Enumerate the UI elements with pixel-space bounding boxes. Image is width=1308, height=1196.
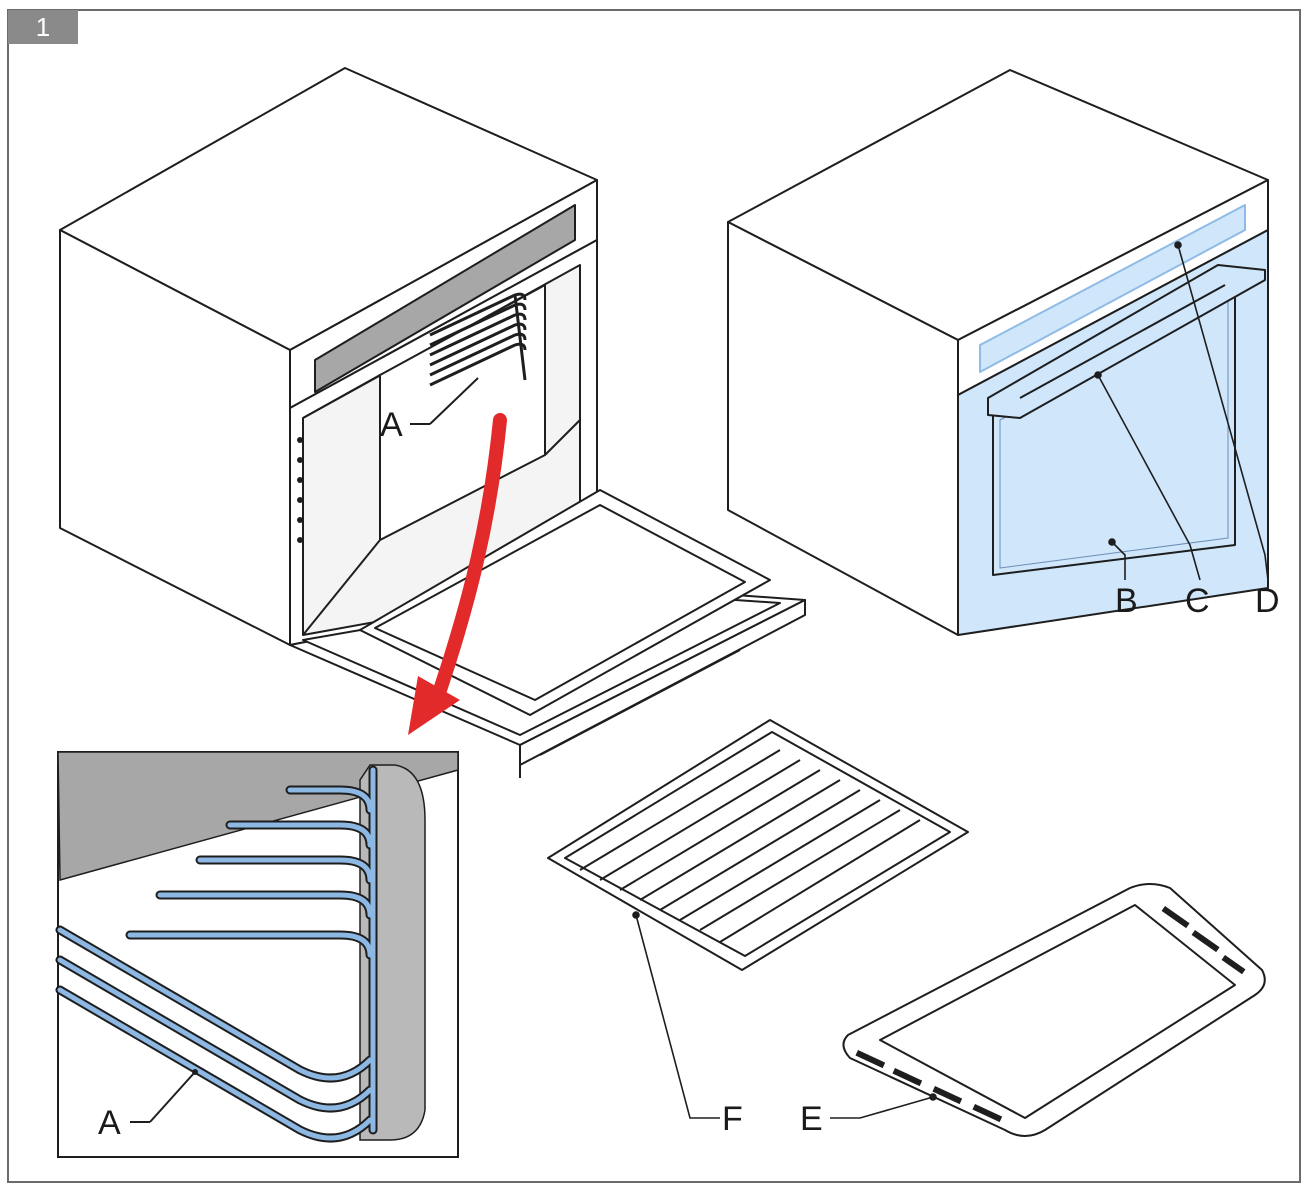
callout-a-main: A xyxy=(380,377,479,444)
oven-open-door xyxy=(59,67,806,778)
display-strip xyxy=(314,204,576,393)
baking-tray xyxy=(842,883,1266,1137)
label-a-main: A xyxy=(380,406,403,444)
tray-slots xyxy=(855,906,1246,1123)
oven-closed-door xyxy=(727,69,1269,636)
figure-border xyxy=(7,9,1301,1183)
wire-shelf-rails xyxy=(429,292,527,387)
curved-red-arrow-icon xyxy=(408,413,507,735)
detail-inset: A xyxy=(55,751,459,1158)
callout-e xyxy=(830,1093,937,1119)
side-rail-studs xyxy=(297,437,303,543)
inset-top-panel xyxy=(57,751,459,881)
label-e: E xyxy=(800,1100,823,1138)
wire-grill xyxy=(547,719,969,971)
callout-f xyxy=(632,911,720,1119)
label-a-detail: A xyxy=(98,1104,121,1142)
callouts-bcd xyxy=(1094,241,1269,581)
inset-rails-blue xyxy=(57,767,376,1141)
label-d: D xyxy=(1255,582,1280,620)
label-f: F xyxy=(722,1100,743,1138)
door-edge xyxy=(519,599,806,766)
label-c: C xyxy=(1185,582,1210,620)
oven2-door-handle xyxy=(987,264,1266,419)
figure-number-badge: 1 xyxy=(8,10,78,44)
oven2-door-glass xyxy=(957,229,1269,636)
label-b: B xyxy=(1115,582,1138,620)
